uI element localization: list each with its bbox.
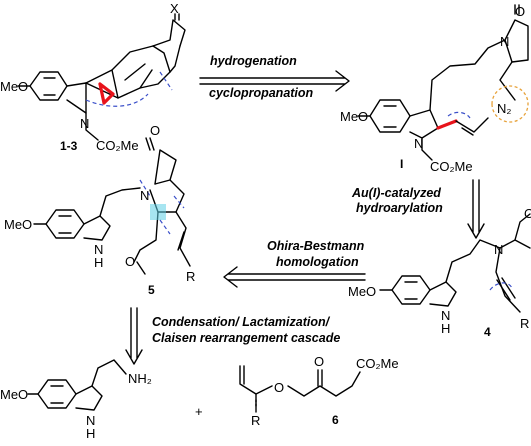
group-diazo: N₂ (497, 101, 511, 116)
group-oxo-aldehyde: O (125, 254, 135, 269)
group-r: R (186, 269, 195, 284)
group-ether-oxygen: O (274, 380, 284, 395)
compound-1-3: X MeO N CO₂Me 1-3 (0, 1, 186, 153)
arrow-label-line1: Condensation/ Lactamization/ (152, 315, 331, 329)
group-nitrogen-indole: N (414, 136, 423, 151)
compound-label: 4 (484, 325, 491, 339)
arrow-hydroarylation: Au(I)-catalyzed hydroarylation (351, 179, 485, 239)
compound-5: O N O MeO N H R 5 (4, 123, 195, 297)
group-oxo-lactam: O (150, 123, 160, 138)
group-r: R (251, 413, 260, 428)
arrow-label-line1: Au(I)-catalyzed (351, 186, 441, 200)
group-amine: NH₂ (128, 371, 152, 386)
arrow-label-line2: homologation (276, 255, 359, 269)
arrow-hydrogenation-cyclopropanation: hydrogenation cyclopropanation (199, 54, 350, 100)
group-oxo: O (515, 4, 525, 19)
compound-4: O N MeO N H R 4 (348, 206, 531, 339)
group-r: R (520, 316, 529, 331)
group-carbomethoxy: CO₂Me (430, 159, 473, 174)
arrow-cascade: Condensation/ Lactamization/ Claisen rea… (125, 307, 340, 365)
plus-sign: + (195, 404, 203, 419)
compound-6: O O CO₂Me R 6 (239, 354, 399, 428)
group-methoxy: MeO (348, 284, 376, 299)
group-methoxy: MeO (0, 79, 28, 94)
group-methoxy: MeO (340, 109, 368, 124)
compound-methoxytryptamine: MeO NH₂ N H (0, 359, 152, 441)
arrow-label-line1: hydrogenation (210, 54, 297, 68)
group-methoxy: MeO (4, 217, 32, 232)
group-hydrogen: H (94, 255, 103, 270)
group-nitrogen-amide: N (494, 242, 503, 257)
group-oxo: O (524, 206, 531, 221)
group-x: X (170, 1, 179, 16)
arrow-label-line2: Claisen rearrangement cascade (152, 331, 340, 345)
arrow-label-line2: cyclopropanation (209, 86, 314, 100)
compound-I: O N MeO N N₂ CO₂Me I (340, 4, 529, 174)
compound-label: 1-3 (60, 139, 78, 153)
group-hydrogen: H (86, 426, 95, 441)
compound-label: 6 (332, 413, 339, 427)
group-hydrogen: H (441, 321, 450, 336)
group-carbomethoxy: CO₂Me (96, 138, 139, 153)
arrow-label-line1: Ohira-Bestmann (267, 239, 365, 253)
arrow-label-line2: hydroarylation (356, 201, 443, 215)
group-nitrogen: N (80, 116, 89, 131)
group-nitrogen-ring: N (500, 34, 509, 49)
arrow-ohira-bestmann: Ohira-Bestmann homologation (223, 239, 366, 288)
compound-label: 5 (148, 283, 155, 297)
group-nitrogen-indole: N (86, 413, 95, 428)
compound-label: I (400, 157, 403, 171)
group-nitrogen-lactam: N (140, 188, 149, 203)
group-methoxy: MeO (0, 387, 28, 402)
group-ketone-oxygen: O (314, 354, 324, 369)
group-nitrogen-indole: N (94, 242, 103, 257)
group-nitrogen-indole: N (441, 308, 450, 323)
group-carbomethoxy: CO₂Me (356, 356, 399, 371)
